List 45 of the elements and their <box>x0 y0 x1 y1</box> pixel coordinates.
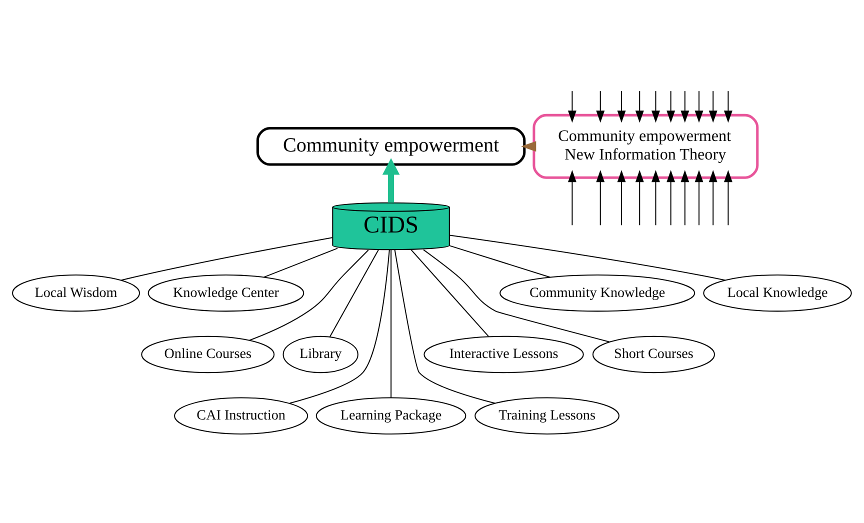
arrow <box>708 90 718 122</box>
arrow <box>382 158 400 202</box>
arrow <box>724 90 732 122</box>
arrow <box>596 90 605 122</box>
connector <box>449 244 550 278</box>
arrow <box>666 90 676 122</box>
connector <box>249 249 369 340</box>
node-box: Community empowerment <box>256 126 526 166</box>
node-ellipse: Learning Package <box>316 396 466 434</box>
arrow <box>680 90 690 122</box>
arrow <box>680 170 690 225</box>
arrow <box>694 170 704 225</box>
arrow <box>724 170 732 225</box>
arrow <box>635 90 644 122</box>
arrow <box>596 170 605 225</box>
arrow <box>521 140 536 152</box>
arrow <box>568 170 576 225</box>
connector <box>450 234 726 280</box>
node-ellipse: Short Courses <box>592 335 715 373</box>
arrow <box>635 170 644 225</box>
node-ellipse: CAI Instruction <box>174 396 308 434</box>
connector <box>423 248 610 342</box>
arrow <box>666 170 676 225</box>
connector <box>121 236 332 280</box>
connector <box>394 249 496 404</box>
connector <box>410 249 489 336</box>
node-ellipse: Community Knowledge <box>500 274 696 312</box>
connector <box>390 249 392 398</box>
node-ellipse: Interactive Lessons <box>424 335 584 373</box>
node-ellipse: Library <box>282 335 358 373</box>
node-ellipse: Local Knowledge <box>703 274 852 312</box>
node-ellipse: Online Courses <box>141 335 275 373</box>
arrow <box>694 90 704 122</box>
connector <box>264 247 338 278</box>
arrow <box>652 90 660 122</box>
arrow <box>617 170 626 225</box>
arrow <box>568 90 576 122</box>
node-ellipse: Knowledge Center <box>148 274 304 312</box>
node-ellipse: Training Lessons <box>474 396 620 434</box>
node-ellipse: Local Wisdom <box>12 274 140 312</box>
arrow <box>708 170 718 225</box>
arrow <box>652 170 660 225</box>
connector <box>329 249 379 336</box>
arrow <box>617 90 626 122</box>
connector <box>290 249 390 404</box>
